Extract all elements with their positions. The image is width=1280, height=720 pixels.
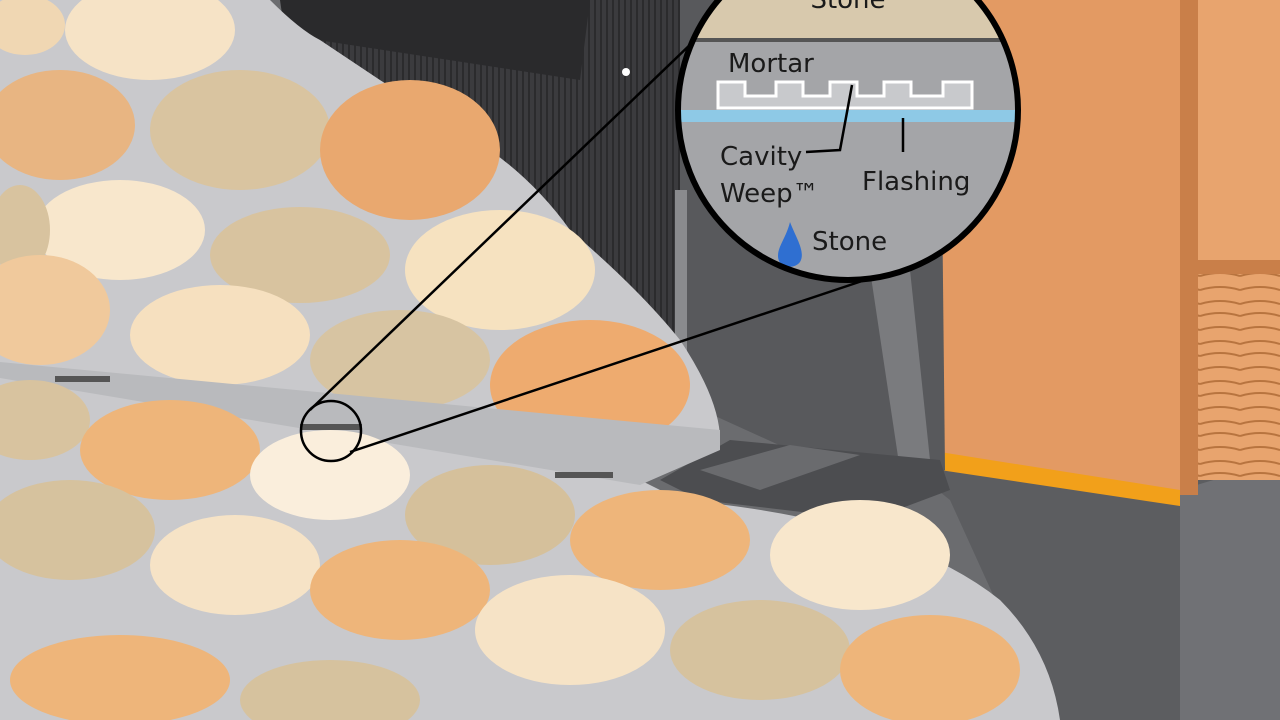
label-mortar: Mortar [728, 49, 814, 79]
lens-cavity-weep [716, 80, 974, 110]
label-stone-bottom: Stone [812, 227, 887, 257]
stones-row-2 [0, 180, 595, 330]
label-weep: Weep™ [720, 179, 819, 209]
stone-veneer [0, 0, 1060, 720]
sill-gasket [940, 452, 1180, 506]
lens-leader-lines [805, 84, 905, 154]
stones-row-4 [0, 380, 950, 610]
callout-pointer [299, 39, 881, 463]
water-drop-icon [778, 222, 802, 267]
lens-stone-top [678, 0, 1018, 40]
stones-row-5 [0, 480, 1020, 720]
label-cavity: Cavity [720, 142, 802, 172]
label-flashing: Flashing [862, 167, 970, 197]
stones-row-1 [0, 0, 500, 220]
flashing-lip [660, 440, 950, 520]
label-stone-top: Stone [810, 0, 885, 15]
lens-flashing [678, 110, 1018, 122]
detail-circle [299, 399, 363, 463]
cavity-weep-strips [55, 376, 613, 478]
lens-border [675, 0, 1021, 283]
